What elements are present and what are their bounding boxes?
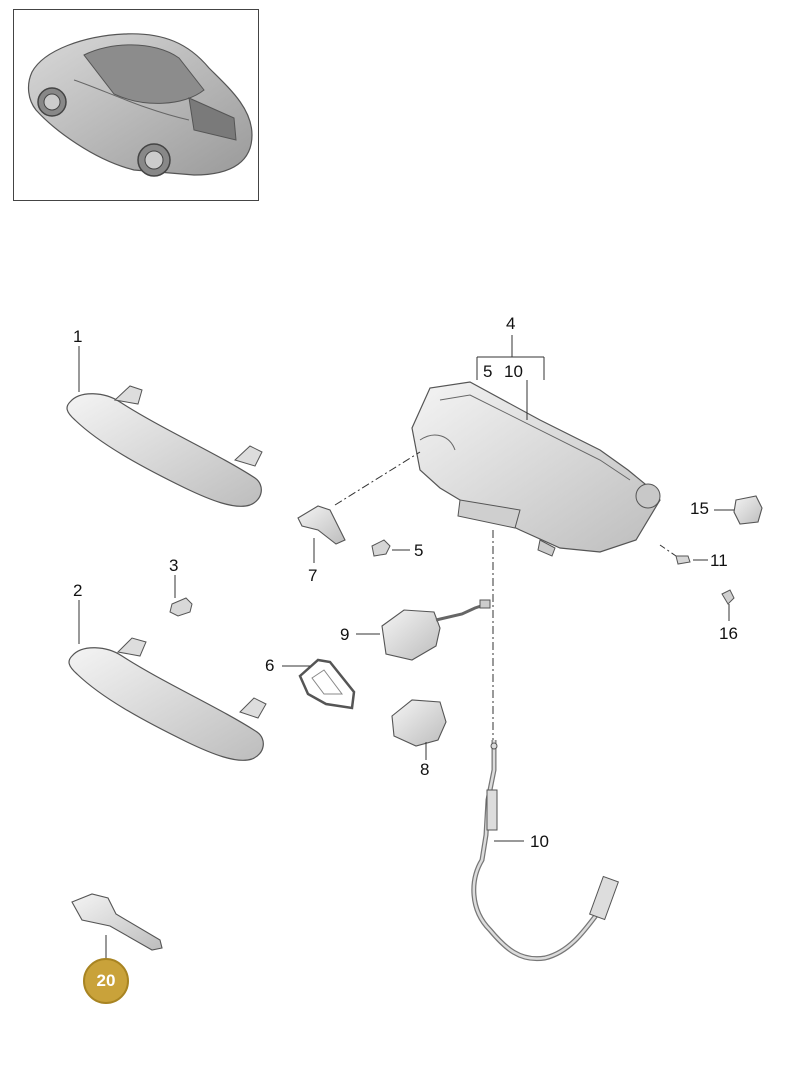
car-overview-icon: [27, 33, 253, 177]
callout-8[interactable]: 8: [420, 760, 430, 779]
cap-part-15[interactable]: [733, 495, 763, 525]
dash-line-11: [659, 544, 677, 557]
screw-part-5[interactable]: [371, 539, 391, 557]
gasket-part-6[interactable]: [298, 658, 356, 710]
callout-1[interactable]: 1: [73, 327, 83, 346]
callout-6[interactable]: 6: [265, 656, 275, 675]
housing-part-8[interactable]: [391, 699, 447, 747]
callout-4[interactable]: 4: [506, 314, 516, 333]
callout-5-group[interactable]: 5: [483, 362, 493, 381]
callout-5[interactable]: 5: [414, 541, 424, 560]
callout-3[interactable]: 3: [169, 556, 179, 575]
door-handle-part-2[interactable]: [68, 637, 267, 761]
callout-10[interactable]: 10: [530, 832, 549, 851]
callout-11[interactable]: 11: [710, 551, 728, 570]
plug-part-3[interactable]: [169, 597, 193, 617]
dash-line-7: [334, 451, 421, 506]
door-handle-part-1[interactable]: [66, 385, 263, 507]
screw-part-11[interactable]: [675, 555, 691, 565]
clip-part-16[interactable]: [721, 589, 735, 605]
lock-cylinder-part-9[interactable]: [381, 599, 491, 661]
callout-2[interactable]: 2: [73, 581, 83, 600]
callout-7[interactable]: 7: [308, 566, 318, 585]
cable-part-10[interactable]: [471, 740, 619, 962]
callout-16[interactable]: 16: [719, 624, 738, 643]
highlight-badge-20[interactable]: 20: [83, 958, 129, 1004]
vehicle-thumbnail-frame: [13, 9, 259, 201]
callout-10-group[interactable]: 10: [504, 362, 523, 381]
callout-9[interactable]: 9: [340, 625, 350, 644]
key-blade-part-20[interactable]: [71, 893, 163, 951]
bracket-part-7[interactable]: [297, 505, 346, 545]
lock-carrier-part-4[interactable]: [411, 381, 661, 557]
callout-15[interactable]: 15: [690, 499, 709, 518]
